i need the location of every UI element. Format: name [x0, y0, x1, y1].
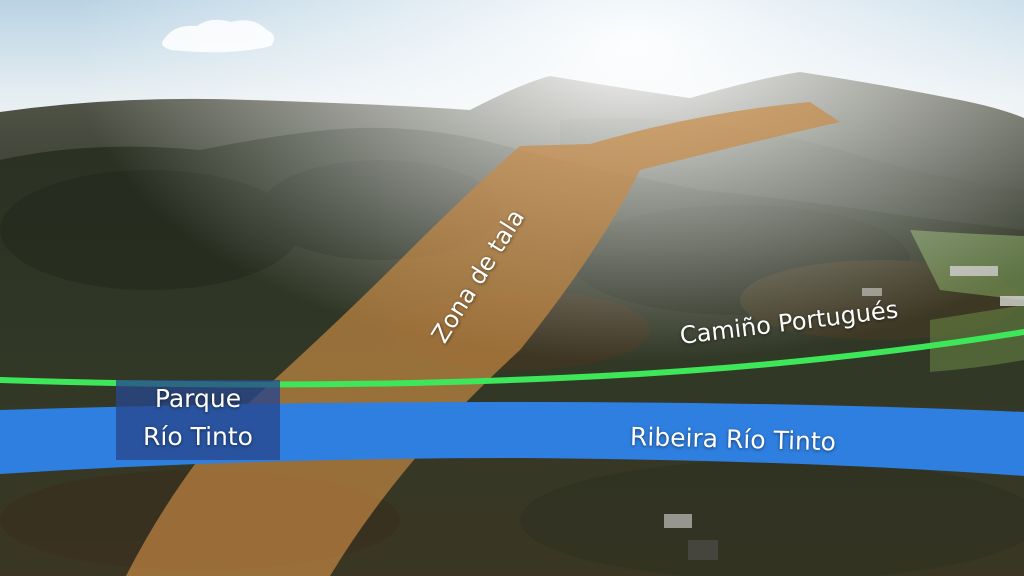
river-label: Ribeira Río Tinto	[629, 422, 837, 457]
park-label-line2: Río Tinto	[143, 422, 253, 451]
park-label-box: Parque Río Tinto	[116, 380, 280, 460]
park-label-line1: Parque	[154, 384, 242, 413]
